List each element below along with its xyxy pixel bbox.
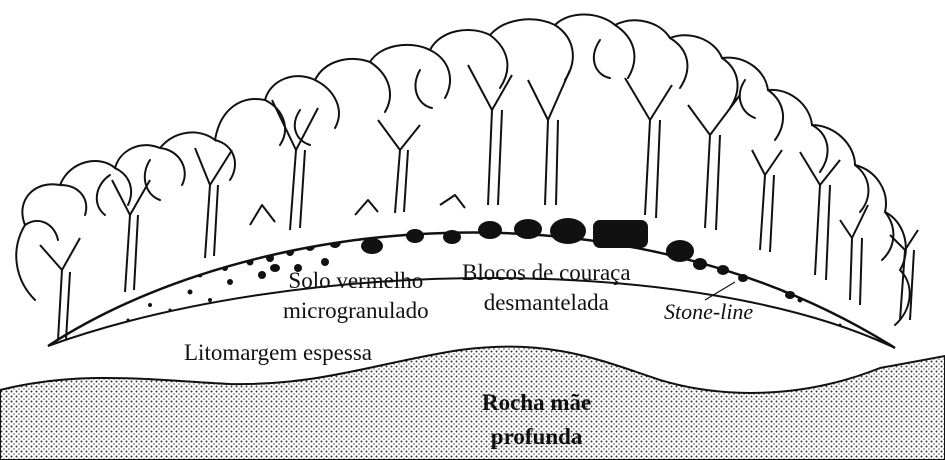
rocha-label-line2: profunda [482,420,591,454]
litomargem-label: Litomargem espessa [184,340,372,366]
rocha-label-line1: Rocha mãe [482,386,591,420]
blocos-label-line2: desmantelada [462,288,631,318]
solo-label-line2: microgranulado [283,296,429,326]
solo-label: Solo vermelho microgranulado [283,266,429,326]
blocos-label: Blocos de couraça desmantelada [462,258,631,318]
solo-label-line1: Solo vermelho [283,266,429,296]
stone-line-label: Stone-line [664,299,753,325]
rocha-label: Rocha mãe profunda [482,386,591,454]
blocos-label-line1: Blocos de couraça [462,258,631,288]
bedrock-layer [0,347,945,460]
